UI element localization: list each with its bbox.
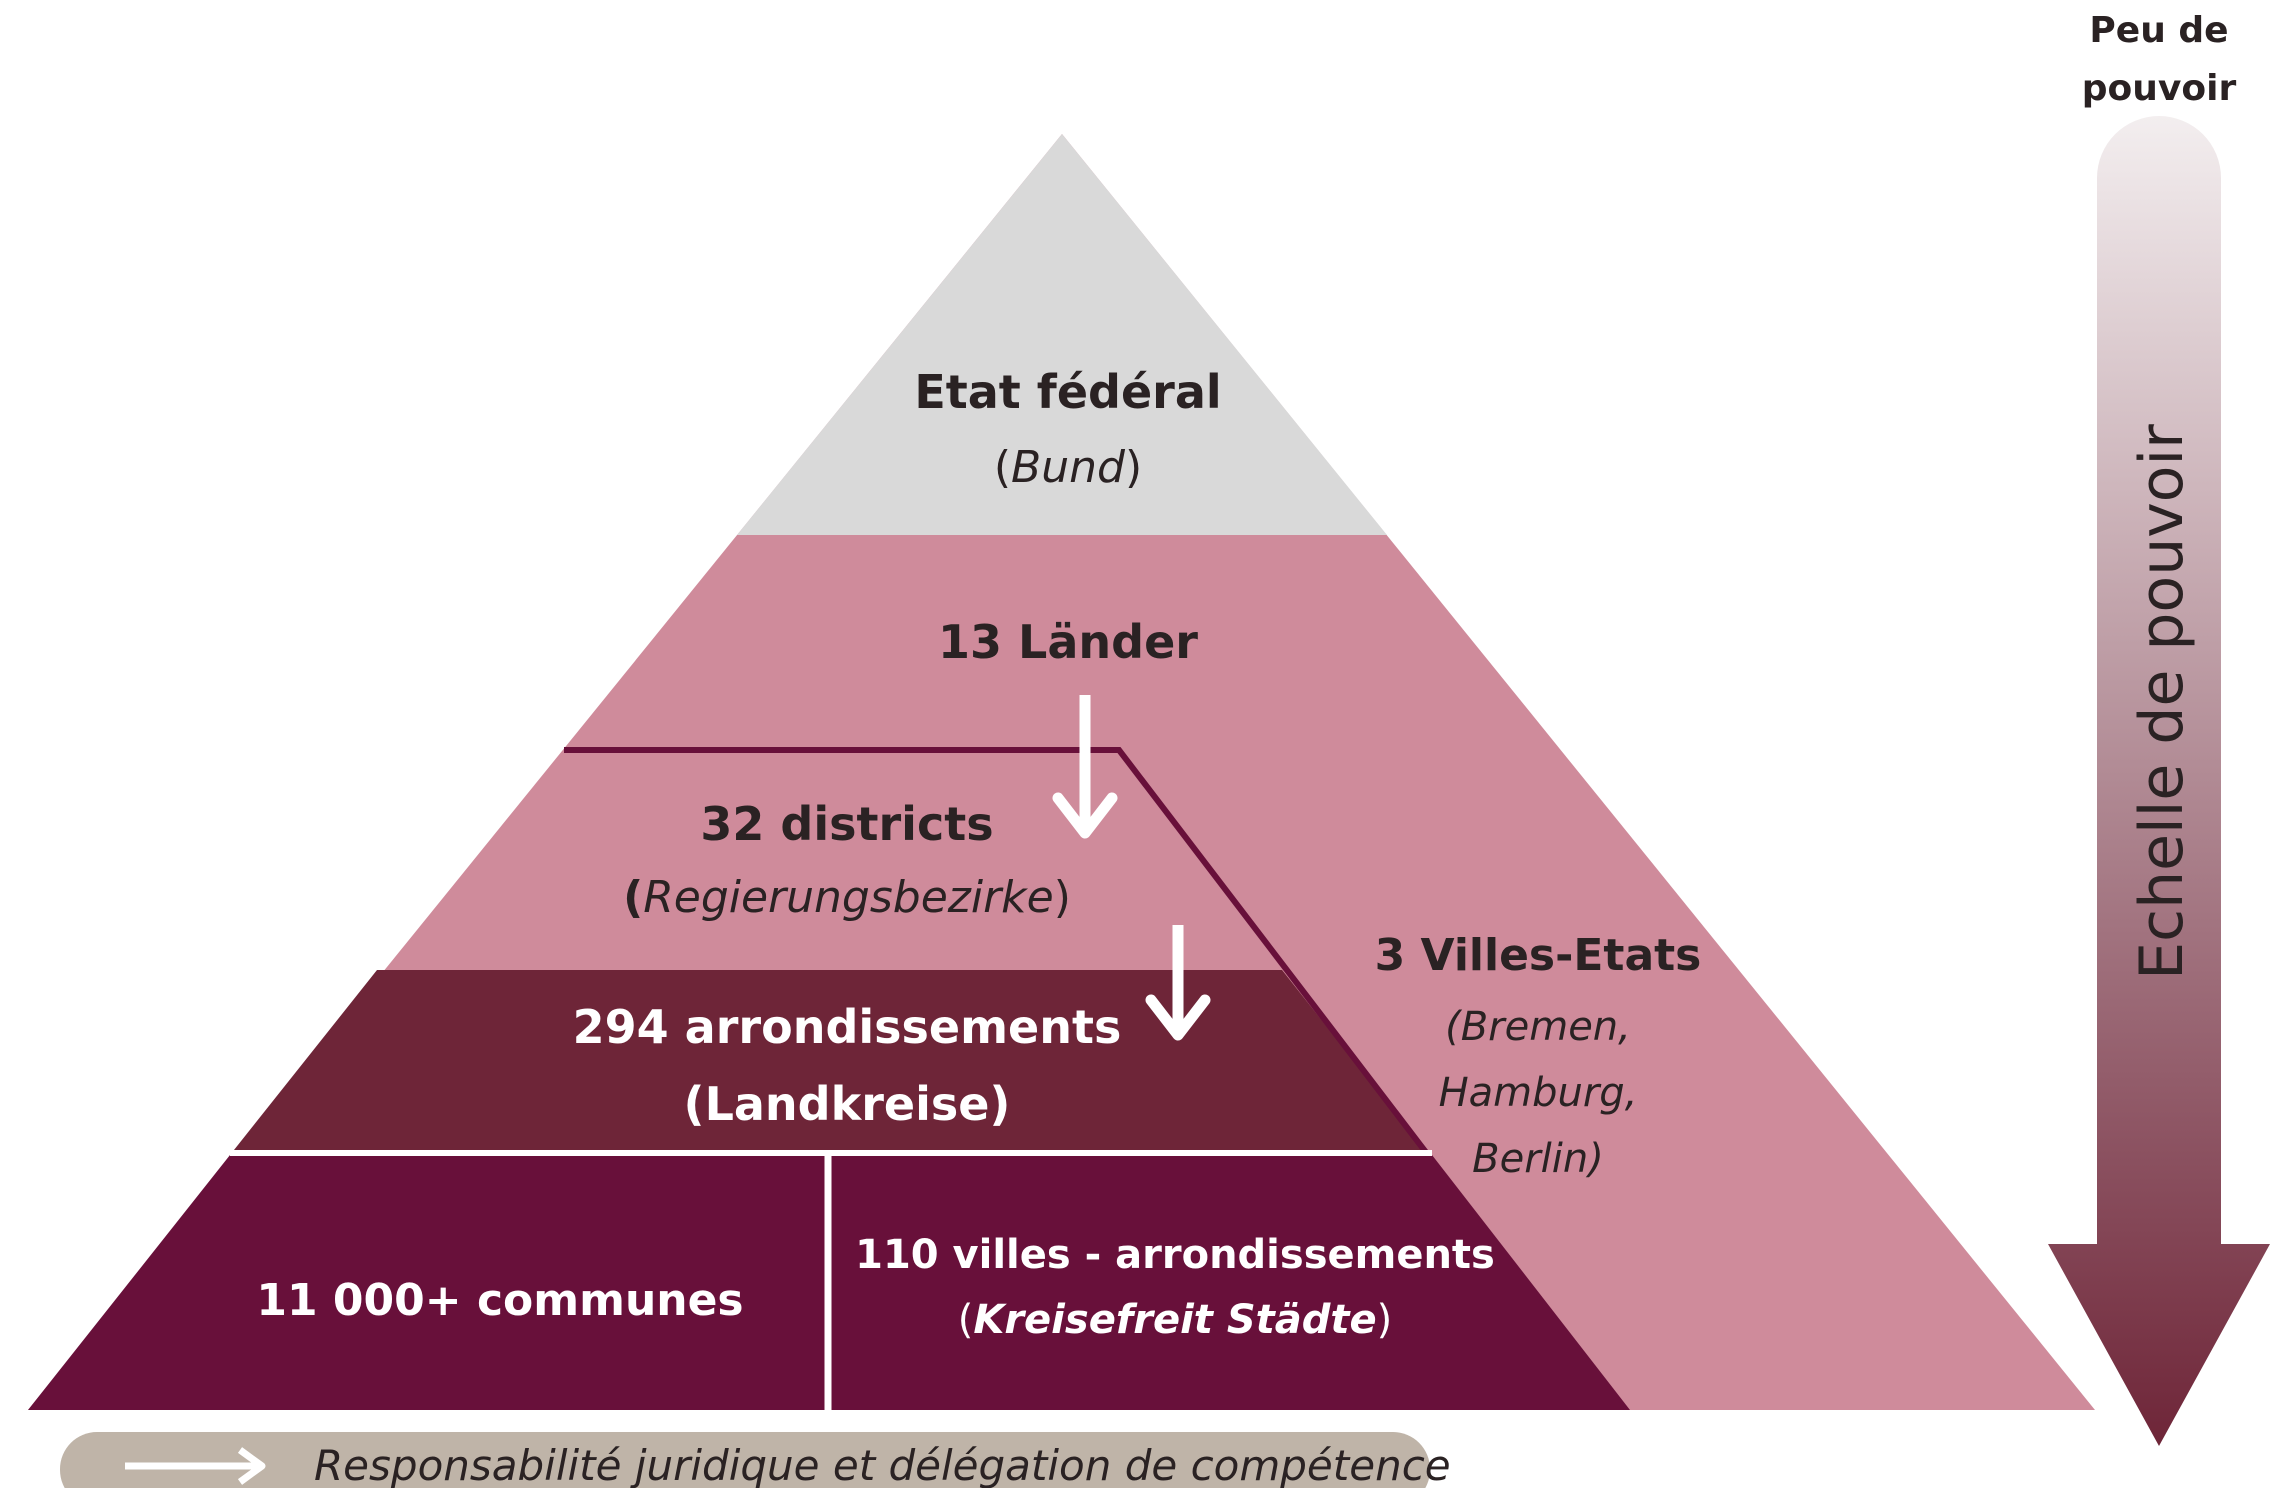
right-arrow-icon [125,1447,266,1485]
arrondissements-subtitle: (Landkreise) [684,1077,1011,1131]
villes-etats-line-1: (Bremen, [1445,1004,1631,1050]
districts-subtitle: (Regierungsbezirke) [623,872,1071,923]
legend-pill [60,1432,1430,1488]
villes-etats-boundary [564,747,1431,1157]
scale-top-label-line2: pouvoir [2082,68,2237,109]
villes-etats-line-2: Hamburg, [1439,1070,1638,1116]
federal-subtitle: (Bund) [994,442,1142,493]
districts-title: 32 districts [700,797,993,851]
down-arrow-icon [1145,925,1211,1041]
villes-arrondissements-subtitle: (Kreisefreit Städte) [958,1297,1393,1343]
laender-title: 13 Länder [938,615,1198,669]
down-arrow-icon [2048,116,2270,1446]
landkreise-band [230,970,1428,1155]
federal-title: Etat fédéral [914,365,1221,419]
federal-band [737,134,1387,535]
villes-etats-title: 3 Villes-Etats [1375,930,1702,981]
arrondissements-title: 294 arrondissements [573,1000,1122,1054]
scale-axis-label: Echelle de pouvoir [2127,424,2197,980]
legend-label: Responsabilité juridique et délégation d… [314,1441,1451,1488]
villes-arrondissements-title: 110 villes - arrondissements [855,1232,1495,1278]
down-arrow-icon [1052,695,1118,839]
scale-top-label-line1: Peu de [2089,10,2228,51]
communes-title: 11 000+ communes [256,1275,743,1326]
villes-etats-line-3: Berlin) [1472,1136,1604,1182]
